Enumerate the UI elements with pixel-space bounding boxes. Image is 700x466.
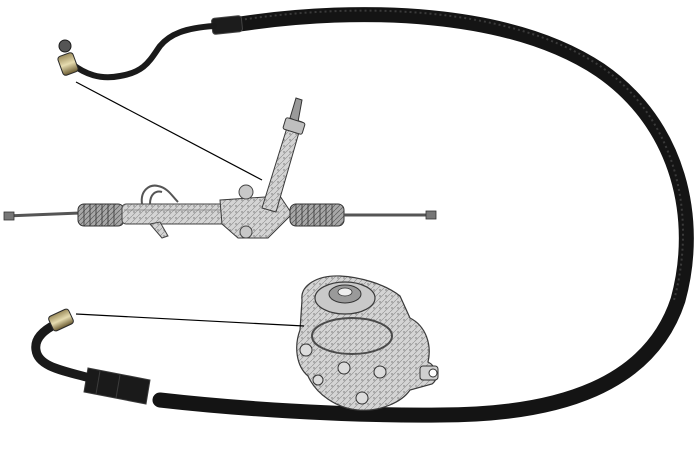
rack-left-boot xyxy=(77,203,125,227)
pump-pulley-hub xyxy=(314,281,376,315)
pressure-hose xyxy=(31,7,694,423)
hose-lower-ferrule xyxy=(83,367,151,405)
rack-hydraulic-lines xyxy=(140,184,179,205)
rack-left-tie-rod xyxy=(5,211,81,218)
pump-outlet-port xyxy=(419,365,439,381)
power-steering-pump xyxy=(296,275,439,411)
hose-upper-tube xyxy=(69,23,217,81)
hose-lower-fitting xyxy=(48,308,74,332)
rack-input-shaft xyxy=(261,97,306,213)
pump-reservoir-ring xyxy=(311,317,393,355)
rack-mount-bracket xyxy=(149,221,169,239)
rack-right-boot xyxy=(289,203,345,227)
rack-housing xyxy=(121,203,233,225)
leader-line-pump xyxy=(75,313,305,327)
hose-upper-fitting xyxy=(57,39,79,76)
hose-lower-tube xyxy=(31,319,95,383)
leader-line-rack xyxy=(75,81,263,181)
steering-rack xyxy=(3,97,437,239)
pump-bolt-bosses xyxy=(299,343,387,405)
hose-main-highlight xyxy=(239,9,684,301)
hose-main-loop xyxy=(152,7,694,423)
